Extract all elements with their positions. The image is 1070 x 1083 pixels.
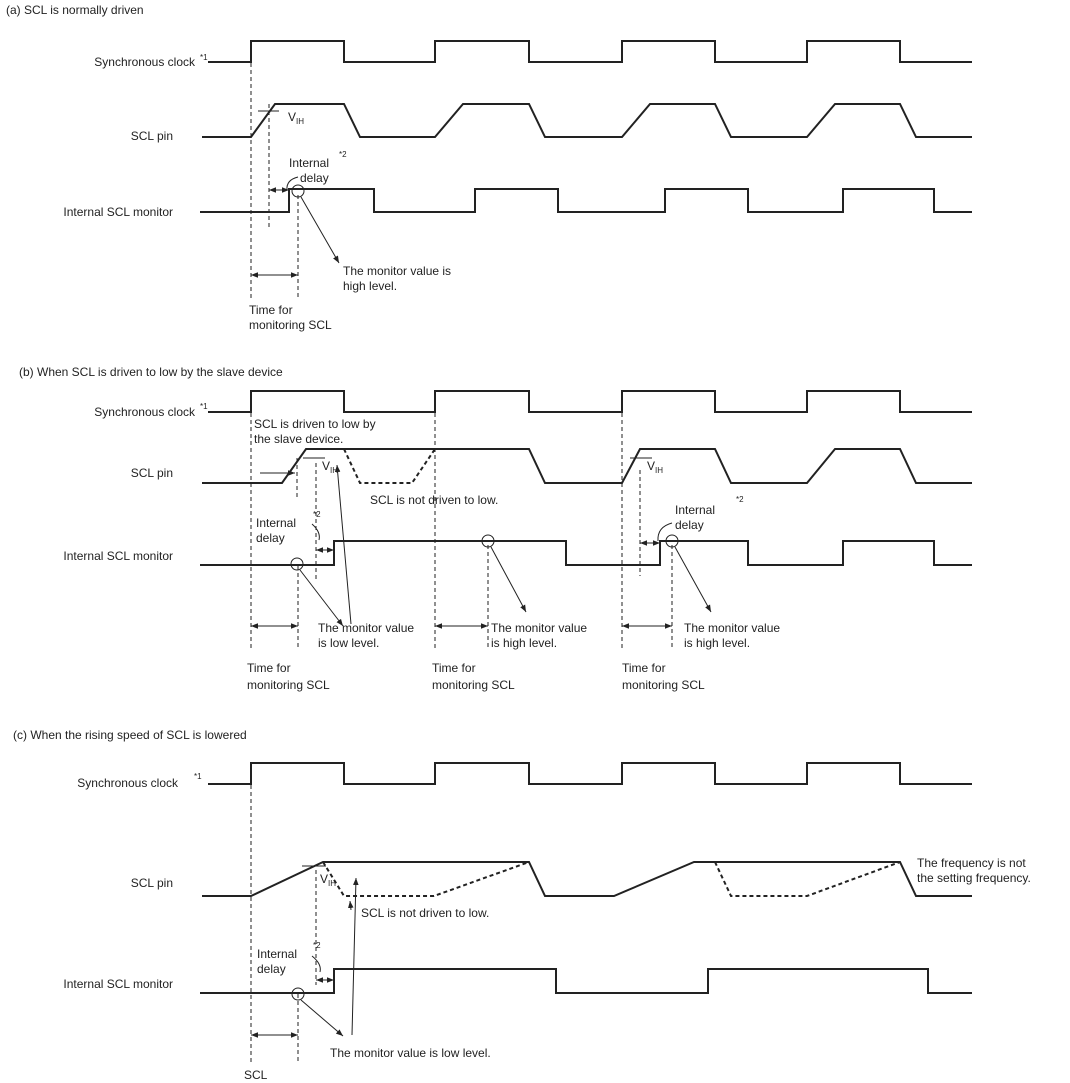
section-a-monitor-waveform: [200, 188, 972, 213]
section-b-callout-high-arrow-1: [490, 546, 527, 613]
section-c: (c) When the rising speed of SCL is lowe…: [13, 728, 1031, 1082]
section-b-time-1-line2: monitoring SCL: [247, 678, 330, 692]
section-b-time-1-line1: Time for: [247, 661, 291, 675]
section-a-callout-arrow: [300, 196, 340, 264]
section-c-scl-pin-dashed-low-1: [322, 861, 530, 897]
section-c-frequency-line2: the setting frequency.: [917, 871, 1031, 885]
section-b-delay-right-hook: [657, 522, 673, 542]
section-a-clock-note: *1: [200, 53, 208, 62]
section-b-time-2-line2: monitoring SCL: [432, 678, 515, 692]
section-c-sample-point: [291, 987, 305, 1001]
section-c-callout-arrow-2: [351, 877, 359, 1036]
section-b-monitor-waveform: [200, 540, 972, 566]
section-a-scl-pin-waveform: [202, 103, 972, 138]
section-c-frequency-line1: The frequency is not: [917, 856, 1026, 870]
section-a-monitor-label: Internal SCL monitor: [63, 205, 173, 219]
section-a-time-line2: monitoring SCL: [249, 318, 332, 332]
section-a-scl-pin-label: SCL pin: [131, 129, 173, 143]
section-a-delay-note: *2: [339, 150, 347, 159]
section-a-delay-line2: delay: [300, 171, 329, 185]
section-a-clock-label: Synchronous clock: [94, 55, 196, 69]
section-c-callout-arrow-1: [300, 999, 344, 1037]
section-b-time-3-line1: Time for: [622, 661, 666, 675]
section-b-callout-low-arrow-1: [299, 569, 344, 627]
section-b-sample-point-1: [290, 557, 304, 571]
section-c-scl-pin-dashed-low-2: [714, 861, 901, 897]
section-a-vih-main: V: [288, 110, 296, 124]
section-b-driven-line2: the slave device.: [254, 432, 343, 446]
section-c-title: (c) When the rising speed of SCL is lowe…: [13, 728, 247, 742]
section-a-title: (a) SCL is normally driven: [6, 3, 144, 17]
section-a-time-line1: Time for: [249, 303, 293, 317]
section-c-clock-label: Synchronous clock: [77, 776, 179, 790]
section-c-clock-waveform: [208, 762, 972, 785]
section-b-sample-point-3: [665, 534, 679, 548]
section-b-callout-high-line2: is high level.: [491, 636, 557, 650]
section-b-clock-note: *1: [200, 402, 208, 411]
section-b-vih-label-2: VIH: [647, 459, 663, 475]
section-c-time-label: SCL: [244, 1068, 268, 1082]
section-b-not-driven: SCL is not driven to low.: [370, 493, 498, 507]
section-b-delay-left-line1: Internal: [256, 516, 296, 530]
section-b-delay-left-line2: delay: [256, 531, 285, 545]
section-b-callout-high-line1: The monitor value: [491, 621, 587, 635]
section-b-delay-left-note: *2: [313, 510, 321, 519]
section-b-delay-right-note: *2: [736, 495, 744, 504]
section-b-monitor-label: Internal SCL monitor: [63, 549, 173, 563]
section-c-delay-note: *2: [313, 941, 321, 950]
section-b-delay-left-hook: [311, 523, 320, 541]
section-a: (a) SCL is normally driven Synchronous c…: [6, 3, 972, 332]
section-c-vih-main: V: [320, 872, 328, 886]
section-b-scl-pin-dashed-low: [343, 448, 436, 484]
section-a-delay-line1: Internal: [289, 156, 329, 170]
section-c-monitor-label: Internal SCL monitor: [63, 977, 173, 991]
section-c-vih-sub: IH: [328, 879, 336, 888]
section-a-sample-point: [291, 184, 305, 198]
section-b: (b) When SCL is driven to low by the sla…: [19, 365, 972, 692]
section-a-callout-line1: The monitor value is: [343, 264, 451, 278]
section-b-time-3-line2: monitoring SCL: [622, 678, 705, 692]
section-b-delay-right-line1: Internal: [675, 503, 715, 517]
section-b-vih-sub-2: IH: [655, 466, 663, 475]
section-c-clock-note: *1: [194, 772, 202, 781]
section-b-callout-low-line2: is low level.: [318, 636, 379, 650]
section-c-delay-hook: [311, 955, 321, 973]
section-a-callout-line2: high level.: [343, 279, 397, 293]
section-b-clock-waveform: [208, 390, 972, 413]
section-b-scl-pin-waveform: [202, 448, 972, 484]
section-b-time-2-line1: Time for: [432, 661, 476, 675]
section-b-callout-high-arrow-2: [674, 546, 712, 613]
section-b-callout-low-line1: The monitor value: [318, 621, 414, 635]
section-b-vih-main: V: [322, 459, 330, 473]
section-b-callout-high-line2-b: is high level.: [684, 636, 750, 650]
section-b-sample-point-2: [481, 534, 495, 548]
section-b-vih-main-2: V: [647, 459, 655, 473]
section-b-vih-label: VIH: [322, 459, 338, 475]
section-b-clock-label: Synchronous clock: [94, 405, 196, 419]
section-c-not-driven: SCL is not driven to low.: [361, 906, 489, 920]
section-c-scl-pin-waveform: [202, 861, 972, 897]
section-c-vih-label: VIH: [320, 872, 336, 888]
section-b-callout-low-arrow-2: [334, 464, 352, 625]
section-a-vih-sub: IH: [296, 117, 304, 126]
section-b-vih-sub: IH: [330, 466, 338, 475]
section-b-driven-line1: SCL is driven to low by: [254, 417, 376, 431]
section-c-not-driven-pointer: [347, 900, 354, 911]
section-c-delay-line1: Internal: [257, 947, 297, 961]
section-c-monitor-waveform: [200, 968, 972, 994]
section-c-scl-pin-label: SCL pin: [131, 876, 173, 890]
section-b-callout-high-line1-b: The monitor value: [684, 621, 780, 635]
section-a-clock-waveform: [208, 40, 972, 63]
section-b-delay-right-line2: delay: [675, 518, 704, 532]
section-b-scl-pin-label: SCL pin: [131, 466, 173, 480]
section-a-vih-label: VIH: [288, 110, 304, 126]
section-c-delay-line2: delay: [257, 962, 286, 976]
section-b-title: (b) When SCL is driven to low by the sla…: [19, 365, 283, 379]
section-c-callout: The monitor value is low level.: [330, 1046, 491, 1060]
